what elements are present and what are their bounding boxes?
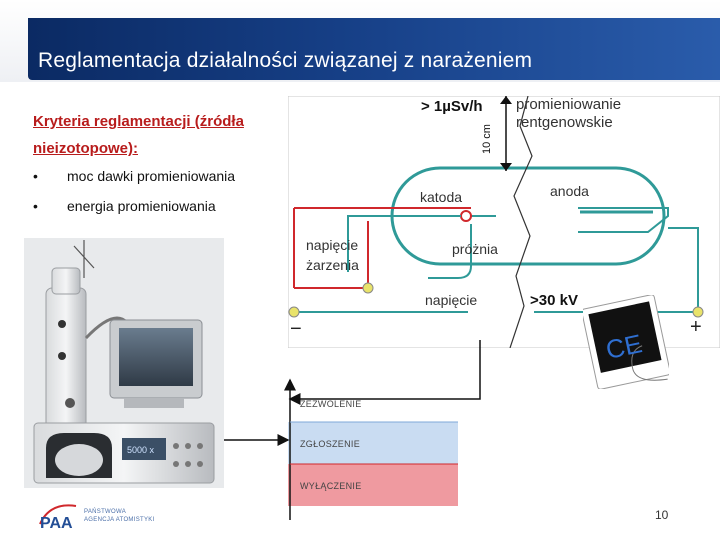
level-permit: ZEZWOLENIE [288,382,458,424]
page-number: 10 [655,508,668,522]
radiation-label-2: rentgenowskie [516,114,613,131]
logo-line-1: PAŃSTWOWA [84,508,155,516]
level-notification-label: ZGŁOSZENIE [300,439,360,449]
voltage-value-label: >30 kV [530,292,578,309]
photo-screen-text: 5000 x [127,445,155,455]
heating-voltage-label-1: napięcie [306,237,358,253]
cathode-label: katoda [420,189,462,205]
svg-text:PAA: PAA [40,515,73,532]
criteria-list: moc dawki promieniowania energia promien… [33,166,235,226]
distance-label: 10 cm [481,124,493,154]
vacuum-label: próżnia [452,241,498,257]
criteria-heading: Kryteria reglamentacji (źródła nieizotop… [33,108,293,162]
voltage-label: napięcie [425,292,477,308]
cathode-filament [461,211,471,221]
microscope-photo: 5000 x [24,238,224,488]
radiation-label-1: promieniowanie [516,96,621,113]
bullet-energy: energia promieniowania [33,196,235,226]
dose-rate-label: > 1µSv/h [421,98,483,115]
regulation-levels: ZEZWOLENIE ZGŁOSZENIE WYŁĄCZENIE [288,380,458,520]
plus-terminal: + [690,316,702,339]
level-exemption-label: WYŁĄCZENIE [300,481,362,491]
logo-line-2: AGENCJA ATOMISTYKI [84,516,155,524]
logo-caption: PAŃSTWOWA AGENCJA ATOMISTYKI [84,508,155,524]
anode-label: anoda [550,183,589,199]
level-exemption: WYŁĄCZENIE [288,464,458,506]
level-notification: ZGŁOSZENIE [288,422,458,464]
ce-mark-card: CE [583,295,669,389]
slide-title: Reglamentacja działalności związanej z n… [38,49,532,73]
heating-voltage-label-2: żarzenia [306,257,359,273]
minus-terminal: − [290,318,302,341]
bullet-dose-rate: moc dawki promieniowania [33,166,235,196]
level-permit-label: ZEZWOLENIE [300,399,362,409]
